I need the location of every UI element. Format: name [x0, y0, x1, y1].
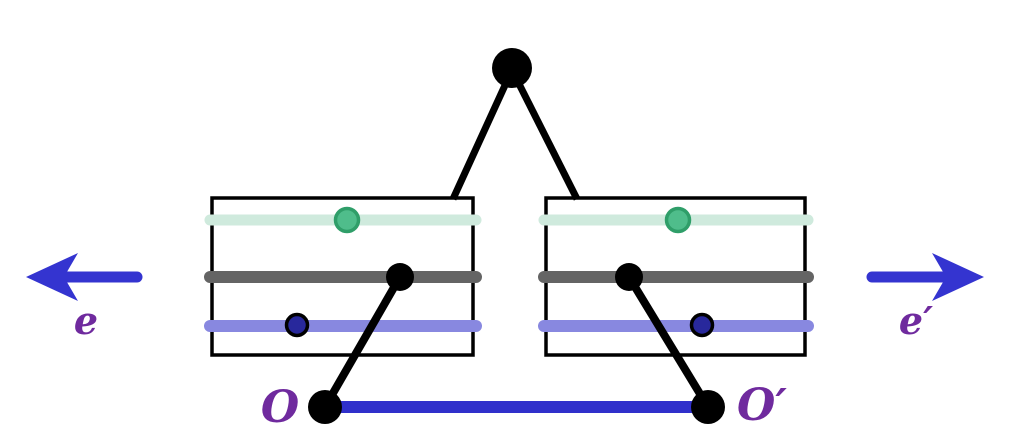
right-leg-edge — [625, 274, 712, 410]
left-navy-dot — [284, 312, 310, 338]
label-O-prime: O′ — [737, 380, 787, 431]
origin-dot-O — [308, 390, 342, 424]
top-vertex-dot — [492, 48, 532, 88]
left-black-vertex-dot — [386, 263, 414, 291]
left-green-dot — [333, 206, 361, 234]
origin-dot-O-prime — [691, 390, 725, 424]
top-right-edge — [508, 68, 581, 201]
left-arrow — [26, 253, 143, 301]
right-black-vertex-dot — [615, 263, 643, 291]
label-e-prime: e′ — [899, 298, 933, 343]
left-arrowhead-icon — [26, 253, 78, 301]
label-O: O — [261, 382, 299, 433]
top-left-edge — [449, 68, 516, 201]
left-leg-edge — [321, 275, 404, 409]
right-navy-dot — [689, 312, 715, 338]
label-e: e — [74, 298, 98, 343]
right-green-dot — [664, 206, 692, 234]
right-arrow — [866, 253, 984, 301]
right-arrowhead-icon — [932, 253, 984, 301]
